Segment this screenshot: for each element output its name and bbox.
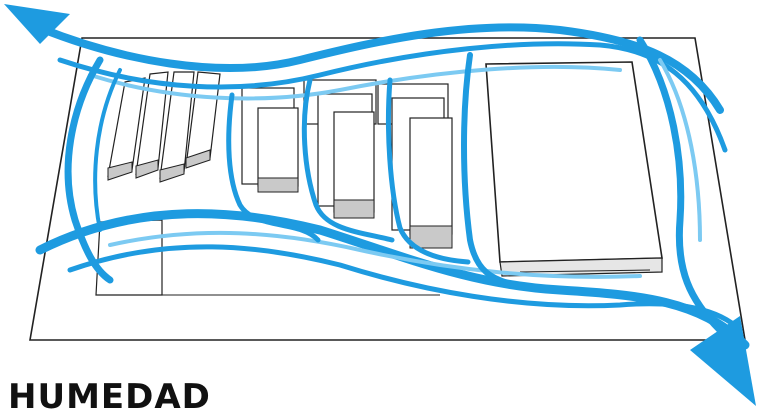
large-block <box>486 62 662 276</box>
